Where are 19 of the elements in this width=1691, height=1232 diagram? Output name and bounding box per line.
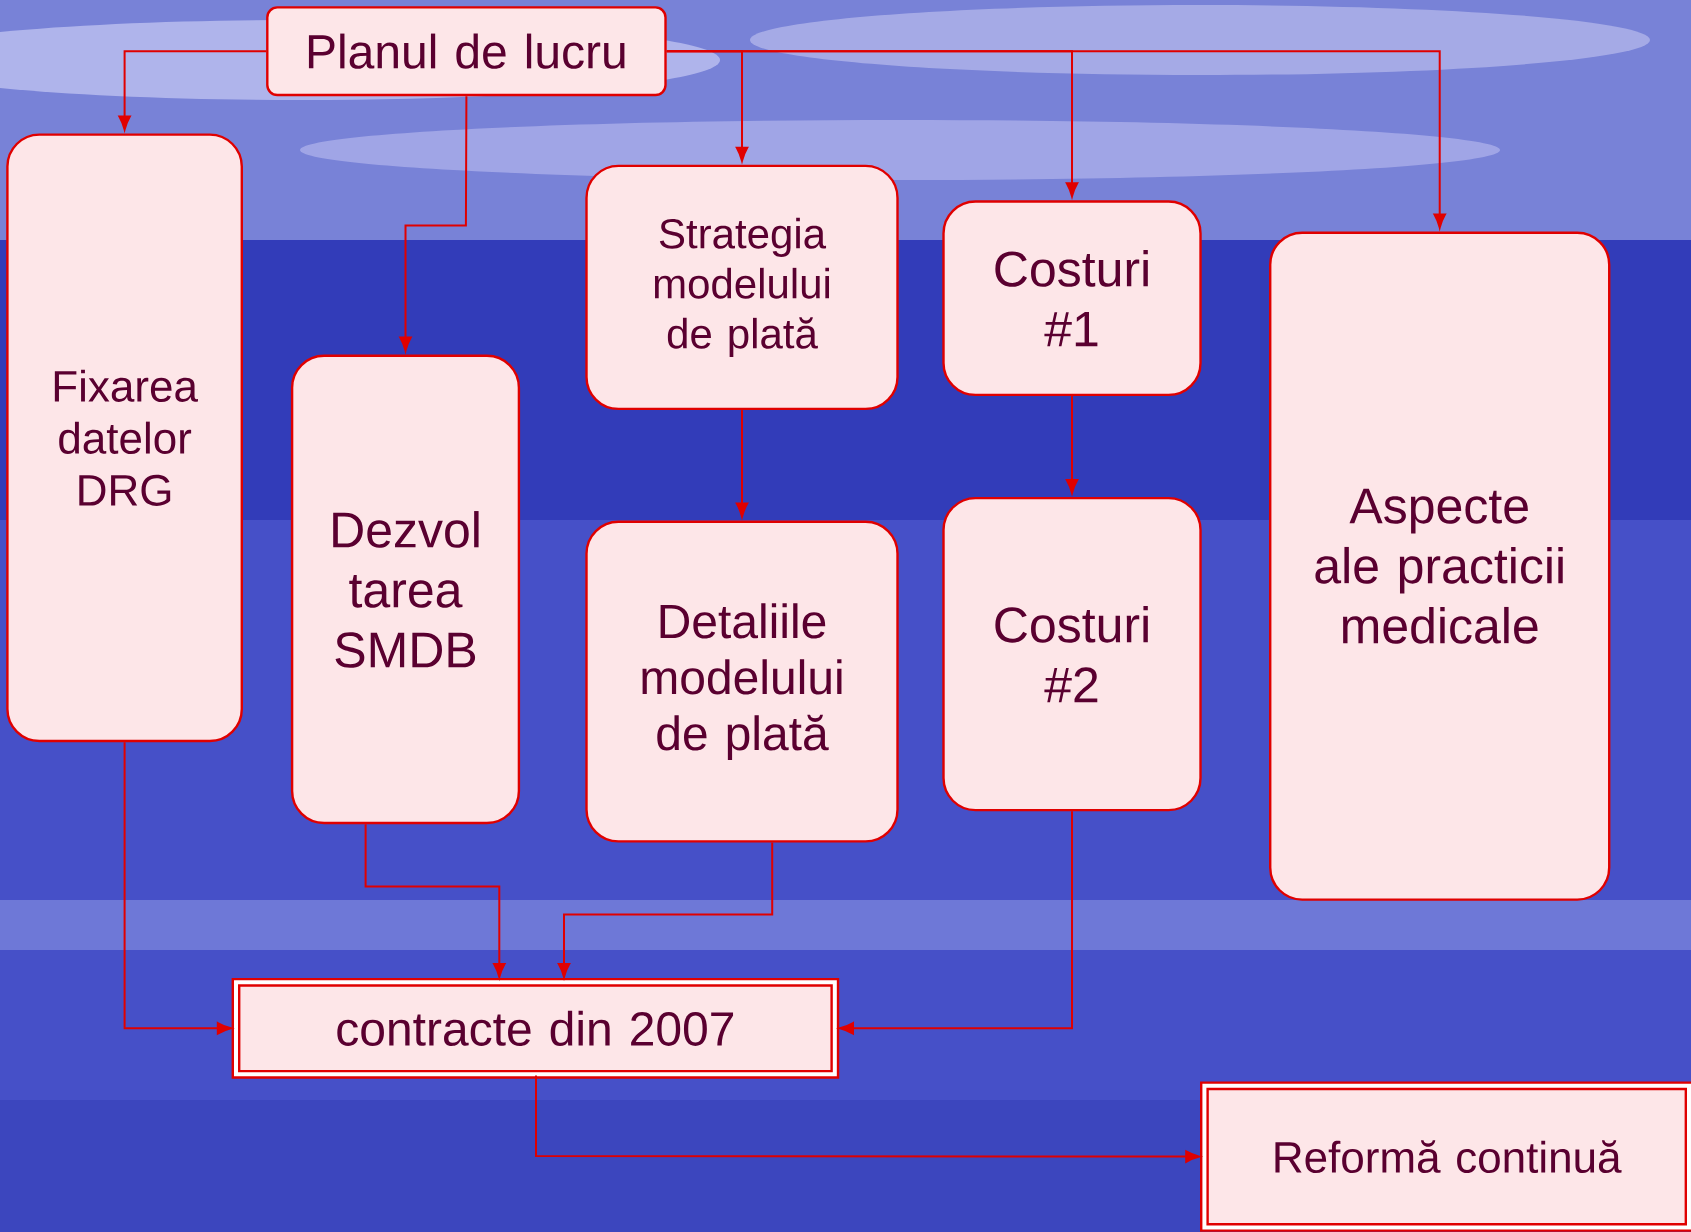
arrow <box>665 50 1446 229</box>
double-bordered-box: Reformă continuă <box>1200 1081 1691 1232</box>
rounded-box: Costuri #1 <box>942 200 1202 397</box>
arrow <box>839 810 1073 1035</box>
rounded-box: Costuri #2 <box>942 496 1202 812</box>
arrow <box>1065 395 1079 494</box>
arrow <box>535 1074 1201 1163</box>
arrow <box>123 741 232 1035</box>
rounded-box: Aspecte ale practicii medicale <box>1269 231 1611 901</box>
rounded-box: Fixarea datelor DRG <box>6 133 243 743</box>
arrow <box>735 409 749 518</box>
arrow <box>118 50 268 131</box>
rounded-box: Dezvol tarea SMDB <box>290 354 521 825</box>
rounded-box: Detaliile modelului de plată <box>585 520 899 843</box>
rounded-box: Strategia modelului de plată <box>585 164 899 411</box>
double-bordered-box: contracte din 2007 <box>231 977 840 1079</box>
header-box: Planul de lucru <box>266 6 667 97</box>
arrow <box>557 841 774 979</box>
arrow <box>364 823 506 979</box>
